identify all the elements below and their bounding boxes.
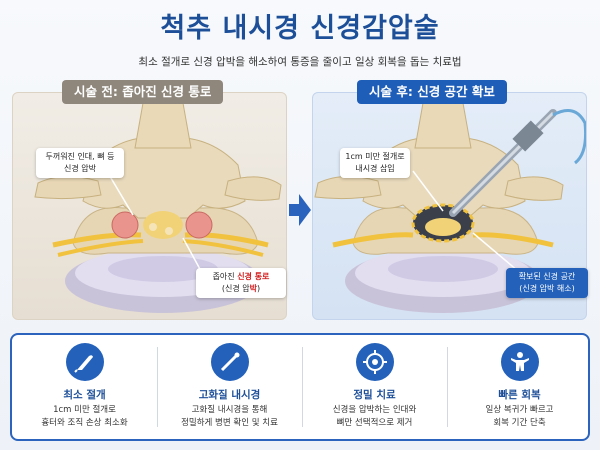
feature-divider xyxy=(447,347,448,427)
feature-divider xyxy=(157,347,158,427)
disc-nucleus xyxy=(108,256,218,282)
features-box: 최소 절개 1cm 미만 절개로 흉터와 조직 손상 최소화 고화질 내시경 고… xyxy=(10,333,590,441)
feature-desc-line: 1cm 미만 절개로 xyxy=(53,405,116,415)
before-callout-narrowed-canal: 좁아진 신경 통로 (신경 압박) xyxy=(196,268,286,298)
callout-text: ) xyxy=(257,284,261,293)
feature-precise-treatment: 정밀 치료 신경을 압박하는 인대와 뼈만 선택적으로 제거 xyxy=(302,335,447,439)
bone-spur xyxy=(165,227,173,235)
feature-desc: 1cm 미만 절개로 흉터와 조직 손상 최소화 xyxy=(12,404,157,430)
thickened-ligament-left xyxy=(111,211,139,239)
callout-line: (신경 압박) xyxy=(201,283,281,295)
callout-leader xyxy=(412,170,444,212)
decompressed-nerve xyxy=(425,218,461,236)
after-callout-incision: 1cm 미만 절개로 내시경 삽입 xyxy=(340,148,410,178)
transverse-process-right xyxy=(224,176,282,201)
spinous-process xyxy=(134,102,192,149)
person-icon xyxy=(501,343,539,381)
feature-desc: 신경을 압박하는 인대와 뼈만 선택적으로 제거 xyxy=(302,404,447,430)
feature-fast-recovery: 빠른 회복 일상 복귀가 빠르고 회복 기간 단축 xyxy=(447,335,592,439)
after-label: 시술 후: 신경 공간 확보 xyxy=(357,80,507,104)
scalpel-icon xyxy=(66,343,104,381)
feature-desc-line: 뼈만 선택적으로 제거 xyxy=(336,418,413,428)
feature-title: 고화질 내시경 xyxy=(198,389,261,401)
disc-nucleus xyxy=(388,256,498,282)
target-icon xyxy=(356,343,394,381)
bone-spur xyxy=(149,223,157,231)
thickened-ligament-right xyxy=(185,211,213,239)
callout-text: 좁아진 xyxy=(212,272,238,281)
callout-highlight: 신경 통로 xyxy=(237,272,270,281)
callout-line: 두꺼워진 인대, 뼈 등 xyxy=(45,152,115,161)
feature-title: 정밀 치료 xyxy=(353,389,396,401)
callout-line: 내시경 삽입 xyxy=(355,164,395,173)
feature-desc-line: 일상 복귀가 빠르고 xyxy=(485,405,554,415)
nerve-root-right xyxy=(472,232,554,248)
feature-desc-line: 흉터와 조직 손상 최소화 xyxy=(41,418,128,428)
endoscope-cable xyxy=(552,109,586,165)
feature-desc-line: 회복 기간 단축 xyxy=(493,418,546,428)
feature-desc-line: 고화질 내시경을 통해 xyxy=(191,405,268,415)
feature-hd-endoscope: 고화질 내시경 고화질 내시경을 통해 정밀하게 병변 확인 및 치료 xyxy=(157,335,302,439)
feature-title: 최소 절개 xyxy=(63,389,106,401)
nerve-root-right-lower xyxy=(182,239,264,257)
callout-leader xyxy=(472,232,519,272)
transverse-process-left xyxy=(314,176,382,200)
callout-leader xyxy=(107,172,134,216)
before-callout-compression: 두꺼워진 인대, 뼈 등 신경 압박 xyxy=(36,148,124,178)
feature-minimal-incision: 최소 절개 1cm 미만 절개로 흉터와 조직 손상 최소화 xyxy=(12,335,157,439)
feature-desc: 고화질 내시경을 통해 정밀하게 병변 확인 및 치료 xyxy=(157,404,302,430)
before-after-arrow-icon xyxy=(289,194,311,226)
before-label: 시술 전: 좁아진 신경 통로 xyxy=(62,80,224,104)
feature-divider xyxy=(302,347,303,427)
callout-line: 확보된 신경 공간 xyxy=(518,272,576,281)
after-panel xyxy=(312,92,587,320)
transverse-process-left xyxy=(34,176,102,200)
feature-desc-line: 신경을 압박하는 인대와 xyxy=(332,405,417,415)
spinous-process xyxy=(414,102,472,149)
callout-line: 1cm 미만 절개로 xyxy=(345,152,405,161)
page-title: 척추 내시경 신경감압술 xyxy=(160,13,440,44)
callout-line: 신경 압박 xyxy=(64,164,96,173)
endoscope-handle xyxy=(512,120,544,152)
spinal-canal xyxy=(143,211,183,239)
callout-line: (신경 압박 해소) xyxy=(519,284,575,293)
page-subtitle: 최소 절개로 신경 압박을 해소하여 통증을 줄이고 일상 회복을 돕는 치료법 xyxy=(138,56,462,68)
callout-highlight: 박 xyxy=(249,284,257,293)
feature-title: 빠른 회복 xyxy=(498,389,541,401)
nerve-root-left-lower xyxy=(57,239,144,257)
callout-line: 좁아진 신경 통로 xyxy=(201,271,281,283)
nerve-root-left xyxy=(332,232,414,248)
callout-leader xyxy=(182,237,202,272)
after-callout-space-secured: 확보된 신경 공간 (신경 압박 해소) xyxy=(506,268,588,298)
callout-text: (신경 압 xyxy=(221,284,250,293)
feature-desc: 일상 복귀가 빠르고 회복 기간 단축 xyxy=(447,404,592,430)
endoscope-icon xyxy=(211,343,249,381)
feature-desc-line: 정밀하게 병변 확인 및 치료 xyxy=(181,418,278,428)
transverse-process-right xyxy=(504,176,564,201)
